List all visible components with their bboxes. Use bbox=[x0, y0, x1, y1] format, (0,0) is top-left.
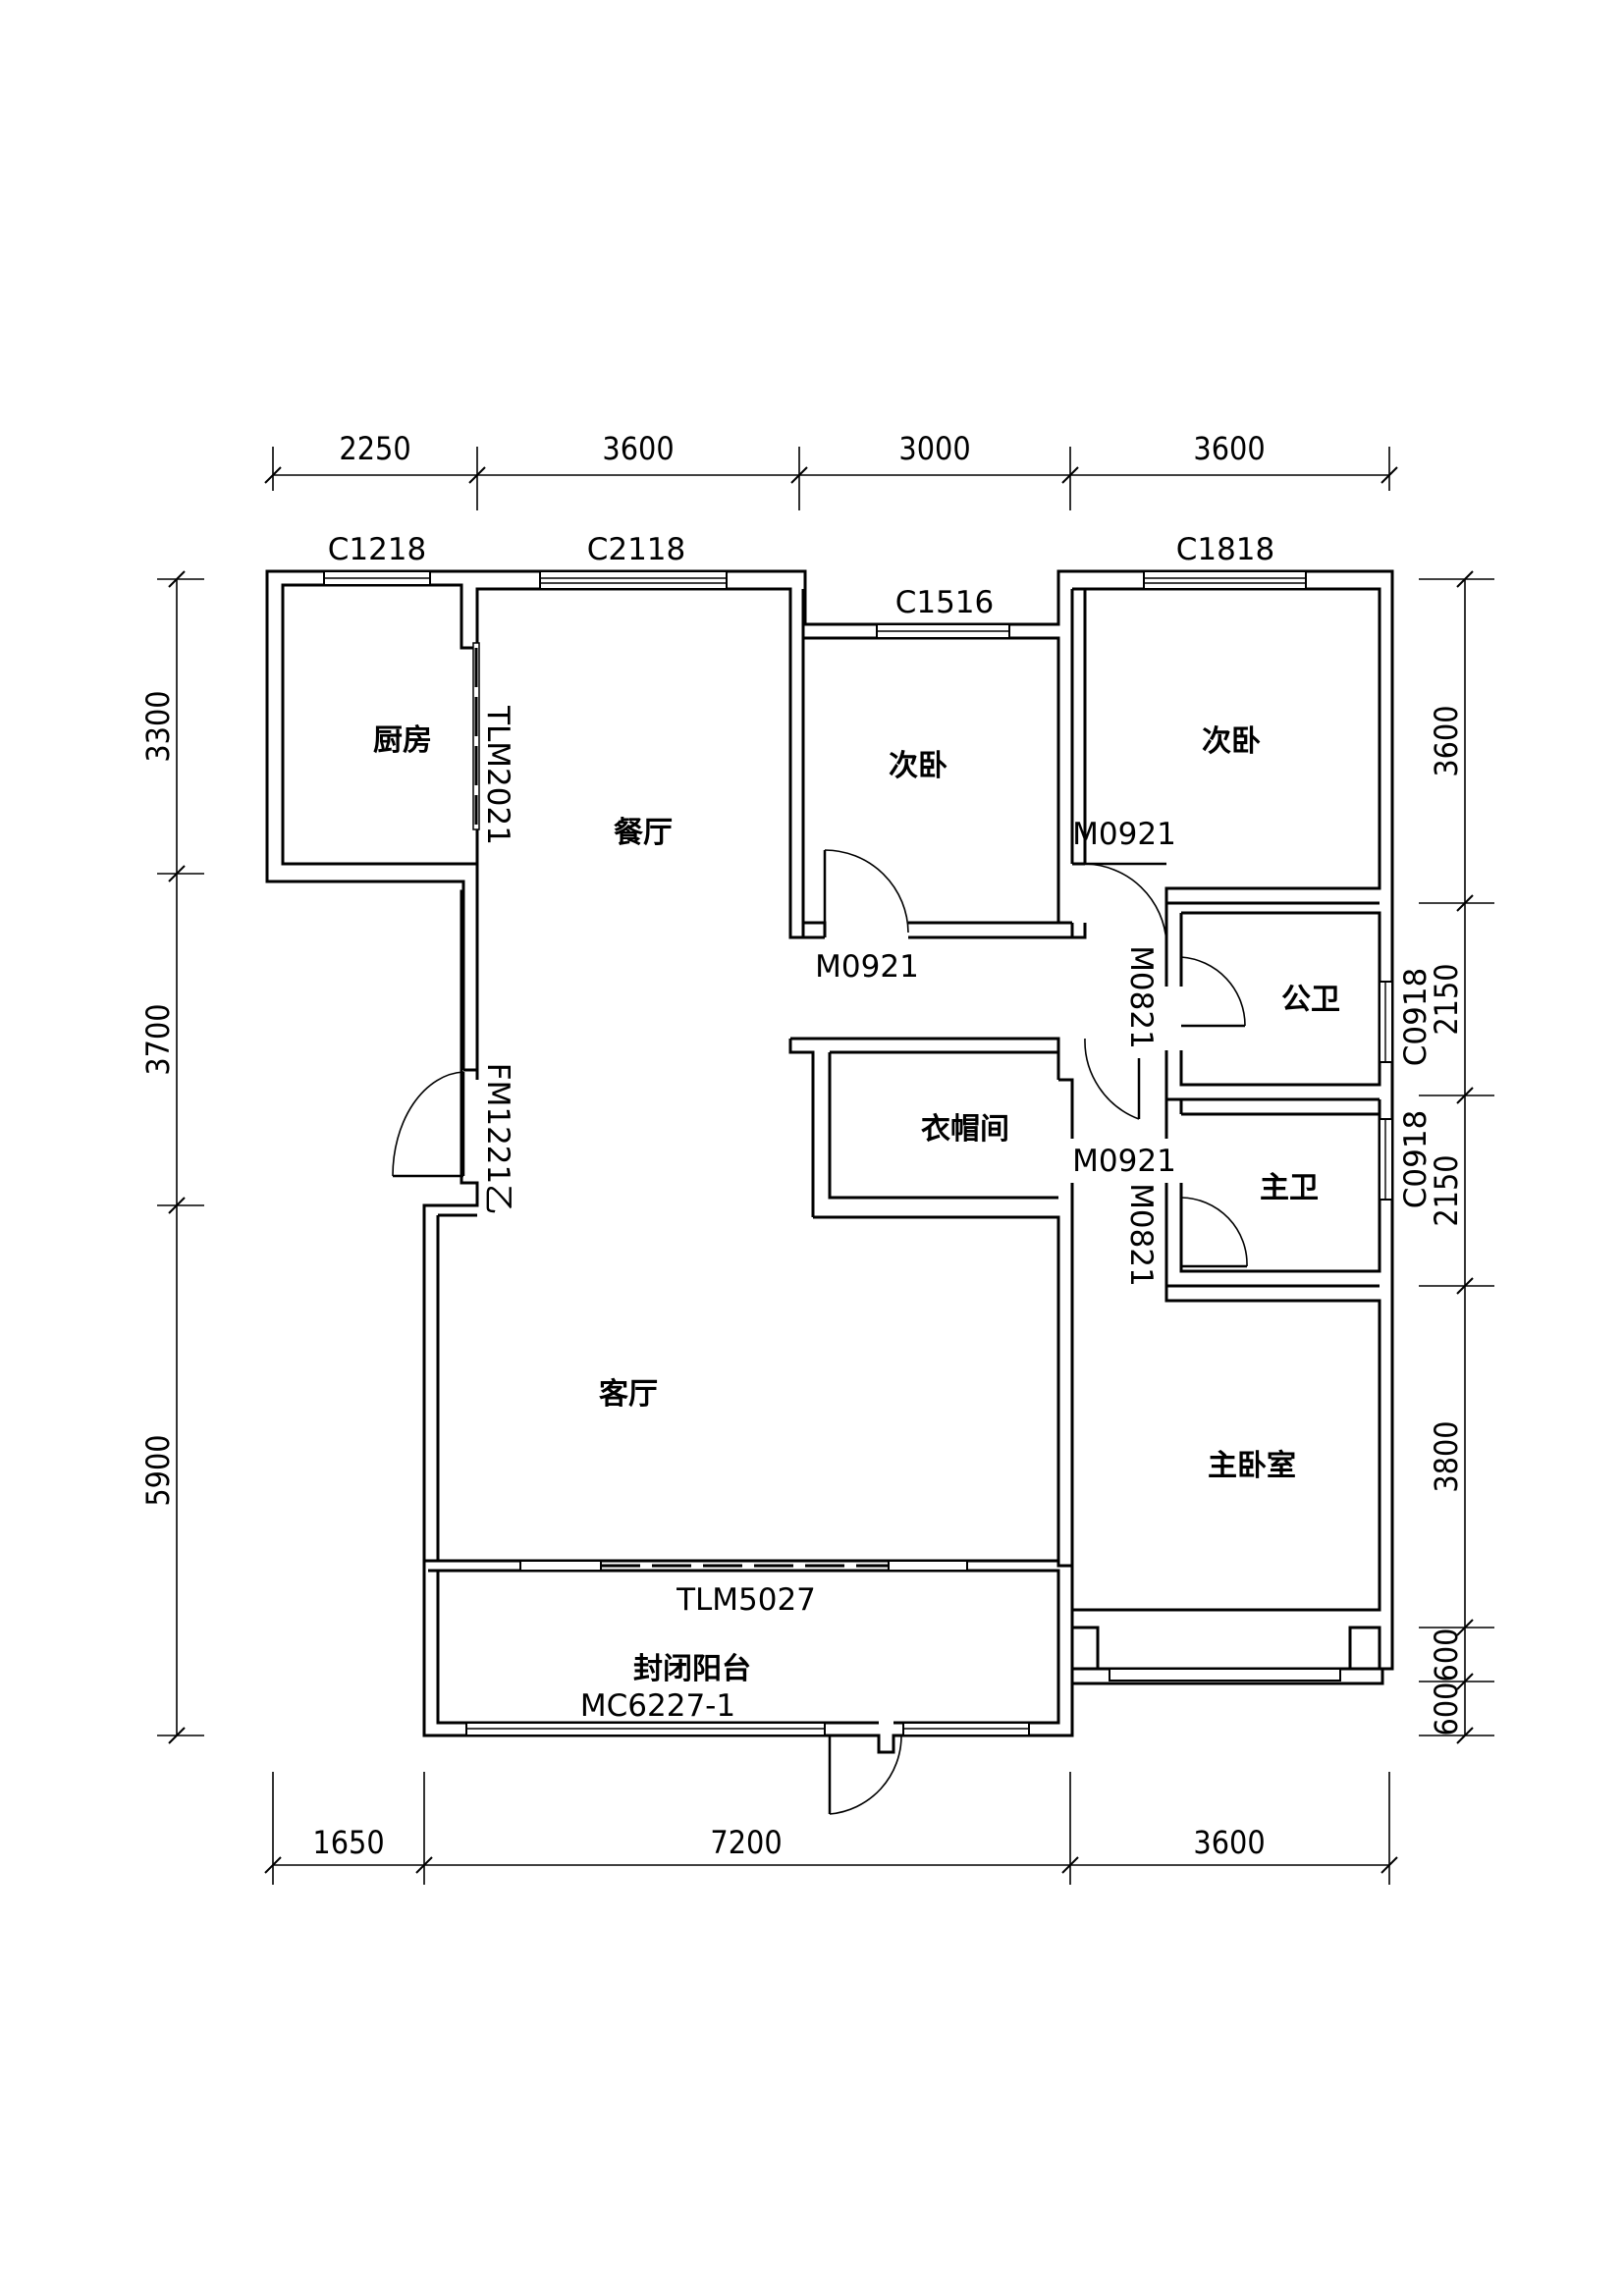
label-win-kitchen: C1218 bbox=[328, 532, 427, 567]
label-door-bedroom-b: M0921 bbox=[1072, 817, 1176, 852]
dim-left-2: 3700 bbox=[139, 1003, 177, 1075]
dim-left-3: 5900 bbox=[139, 1434, 177, 1506]
room-living: 客厅 bbox=[599, 1377, 658, 1412]
label-door-public-bath: M0821 bbox=[1123, 945, 1159, 1049]
label-win-bedroom-b: C1818 bbox=[1176, 532, 1275, 567]
window-bedroom-a bbox=[876, 623, 1010, 639]
sliding-door-kitchen bbox=[472, 642, 480, 830]
label-win-balcony: MC6227-1 bbox=[580, 1688, 735, 1724]
dim-top-2: 3600 bbox=[602, 430, 674, 467]
dim-right-5: 600 bbox=[1428, 1629, 1465, 1682]
dim-right-4: 3800 bbox=[1428, 1420, 1465, 1492]
room-public-bath: 公卫 bbox=[1281, 983, 1340, 1017]
dim-top-4: 3600 bbox=[1193, 430, 1265, 467]
door-bedroom-b-swing bbox=[1084, 862, 1167, 943]
door-master-bedroom-swing bbox=[1084, 1038, 1141, 1120]
dim-right-6: 600 bbox=[1428, 1682, 1465, 1736]
dimension-lines bbox=[157, 447, 1494, 1885]
room-master-bath: 主卫 bbox=[1260, 1171, 1319, 1205]
door-master-bath-swing bbox=[1180, 1197, 1248, 1268]
room-master-bedroom: 主卧室 bbox=[1208, 1449, 1296, 1483]
label-win-dining: C2118 bbox=[587, 532, 686, 567]
window-kitchen bbox=[323, 570, 431, 586]
window-bedroom-b bbox=[1143, 570, 1307, 590]
dim-left-1: 3300 bbox=[139, 690, 177, 762]
label-door-master-bedroom: M0921 bbox=[1072, 1144, 1176, 1179]
window-dining bbox=[539, 570, 728, 590]
room-cloakroom: 衣帽间 bbox=[921, 1112, 1009, 1147]
dim-top-1: 2250 bbox=[339, 430, 410, 467]
dim-bottom-1: 1650 bbox=[312, 1824, 384, 1861]
room-names: 厨房 餐厅 次卧 次卧 公卫 衣帽间 主卫 客厅 主卧室 封闭阳台 bbox=[373, 723, 1340, 1686]
dim-bottom-3: 3600 bbox=[1193, 1824, 1265, 1861]
dim-top-3: 3000 bbox=[898, 430, 970, 467]
dim-right-2: 2150 bbox=[1428, 963, 1465, 1035]
window-public-bath bbox=[1379, 981, 1393, 1063]
door-public-bath-swing bbox=[1180, 956, 1246, 1028]
room-bedroom-b: 次卧 bbox=[1202, 724, 1261, 759]
room-dining: 餐厅 bbox=[614, 816, 673, 850]
window-master-bay bbox=[1109, 1668, 1341, 1682]
window-master-bath bbox=[1379, 1118, 1393, 1201]
label-door-entry: FM1221乙 bbox=[480, 1063, 515, 1214]
label-door-master-bath: M0821 bbox=[1123, 1183, 1159, 1287]
room-balcony: 封闭阳台 bbox=[633, 1652, 751, 1686]
label-win-public-bath: C0918 bbox=[1398, 968, 1434, 1067]
dim-right-1: 3600 bbox=[1428, 705, 1465, 776]
door-balcony-swing bbox=[828, 1735, 902, 1815]
label-door-bedroom-a: M0921 bbox=[815, 949, 919, 985]
dim-right-3: 2150 bbox=[1428, 1154, 1465, 1226]
window-balcony-right bbox=[902, 1722, 1030, 1736]
label-door-kitchen: TLM2021 bbox=[480, 705, 515, 845]
opening-labels: C1218 C2118 C1516 C1818 TLM2021 FM1221乙 … bbox=[328, 532, 1434, 1724]
window-balcony-door-left bbox=[519, 1560, 602, 1572]
door-entry-swing bbox=[392, 1071, 465, 1178]
label-win-bedroom-a: C1516 bbox=[895, 585, 995, 620]
door-bedroom-a-swing bbox=[823, 849, 909, 934]
label-door-balcony: TLM5027 bbox=[676, 1582, 816, 1618]
room-bedroom-a: 次卧 bbox=[889, 749, 947, 783]
dimension-texts: 2250 3600 3000 3600 1650 7200 3600 3300 … bbox=[139, 430, 1465, 1861]
window-balcony-left bbox=[465, 1722, 826, 1736]
label-win-master-bath: C0918 bbox=[1398, 1110, 1434, 1209]
dim-bottom-2: 7200 bbox=[710, 1824, 782, 1861]
room-kitchen: 厨房 bbox=[373, 723, 432, 758]
window-balcony-door-right bbox=[888, 1560, 968, 1572]
